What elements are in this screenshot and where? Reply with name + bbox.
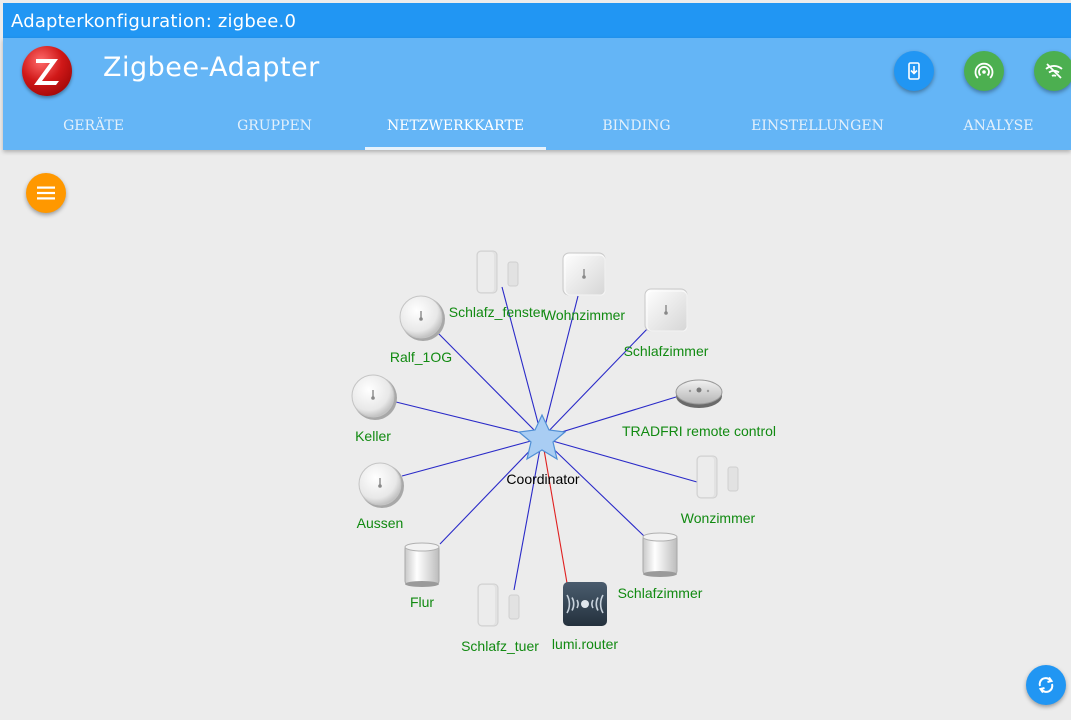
tab-einstellungen[interactable]: EINSTELLUNGEN (751, 118, 884, 134)
window-title: Adapterkonfiguration: zigbee.0 (3, 3, 1071, 38)
motion-sensor-icon (642, 532, 678, 577)
tab-analyse[interactable]: ANALYSE (963, 118, 1034, 134)
tab-binding[interactable]: BINDING (602, 118, 671, 134)
app-bar: Zigbee-Adapter GERÄTE GRUPPEN NETZWERKKA… (3, 38, 1071, 150)
device-label: Schlafzimmer (624, 343, 709, 359)
link-line (541, 437, 698, 483)
temp-square-icon (562, 252, 606, 296)
link-line (541, 437, 568, 584)
device-label: Keller (355, 428, 391, 444)
download-button[interactable] (894, 51, 934, 91)
temp-round-icon (358, 462, 404, 508)
device-node-schlafz-fenster[interactable]: Schlafz_fenster (449, 250, 546, 320)
tab-geraete[interactable]: GERÄTE (63, 118, 124, 134)
link-line (439, 437, 543, 545)
link-line (501, 286, 543, 439)
link-line (395, 401, 543, 439)
device-node-ralf-1og[interactable]: Ralf_1OG (390, 295, 452, 365)
refresh-icon (1038, 676, 1054, 694)
link-line (401, 437, 543, 477)
active-tab-indicator (365, 147, 546, 150)
signal-off-icon (1045, 63, 1063, 79)
link-line (434, 329, 543, 439)
tab-bar: GERÄTE GRUPPEN NETZWERKKARTE BINDING EIN… (3, 106, 1071, 150)
device-label: Wonzimmer (681, 510, 756, 526)
device-node-schlafzimmer[interactable]: Schlafzimmer (624, 288, 709, 359)
link-line (541, 295, 579, 439)
device-node-schlafz-tuer[interactable]: Schlafz_tuer (461, 583, 539, 654)
device-label: Aussen (357, 515, 404, 531)
device-node-flur[interactable]: Flur (404, 542, 440, 610)
device-label: Ralf_1OG (390, 349, 452, 365)
refresh-button[interactable] (1026, 665, 1066, 705)
link-line (541, 325, 651, 439)
device-node-lumi-router[interactable]: lumi.router (552, 582, 618, 652)
zigbee-logo-icon (22, 46, 72, 96)
device-node-wohnzimmer[interactable]: Wohnzimmer (543, 252, 626, 323)
menu-button[interactable] (26, 173, 66, 213)
device-label: Schlafz_fenster (449, 304, 546, 320)
temp-round-icon (399, 295, 445, 341)
coordinator-node[interactable]: Coordinator (506, 413, 580, 487)
pairing-icon (974, 62, 994, 79)
coordinator-label: Coordinator (506, 471, 579, 487)
signal-off-button[interactable] (1034, 51, 1071, 91)
device-node-tradfri-remote-control[interactable]: TRADFRI remote control (622, 379, 776, 439)
remote-icon (675, 379, 723, 408)
door-sensor-icon (477, 583, 520, 627)
device-node-keller[interactable]: Keller (351, 374, 397, 444)
device-label: lumi.router (552, 636, 618, 652)
router-icon (563, 582, 607, 626)
pairing-button[interactable] (964, 51, 1004, 91)
door-sensor-icon (696, 455, 739, 499)
link-line (541, 396, 677, 439)
download-icon (908, 62, 920, 80)
link-line (541, 437, 645, 537)
coordinator-star-icon (517, 413, 567, 461)
device-node-wonzimmer[interactable]: Wonzimmer (681, 455, 756, 526)
device-node-aussen[interactable]: Aussen (357, 462, 404, 531)
device-label: Wohnzimmer (543, 307, 626, 323)
device-label: Schlafz_tuer (461, 638, 539, 654)
motion-sensor-icon (404, 542, 440, 587)
tab-gruppen[interactable]: GRUPPEN (237, 118, 312, 134)
link-line (513, 437, 543, 591)
app-title: Zigbee-Adapter (103, 52, 320, 83)
temp-square-icon (644, 288, 688, 332)
door-sensor-icon (476, 250, 519, 294)
device-label: Flur (410, 594, 434, 610)
device-node-schlafzimmer[interactable]: Schlafzimmer (618, 532, 703, 601)
menu-icon (37, 186, 55, 200)
device-label: TRADFRI remote control (622, 423, 776, 439)
temp-round-icon (351, 374, 397, 420)
tab-netzwerkkarte[interactable]: NETZWERKKARTE (387, 118, 524, 134)
device-label: Schlafzimmer (618, 585, 703, 601)
